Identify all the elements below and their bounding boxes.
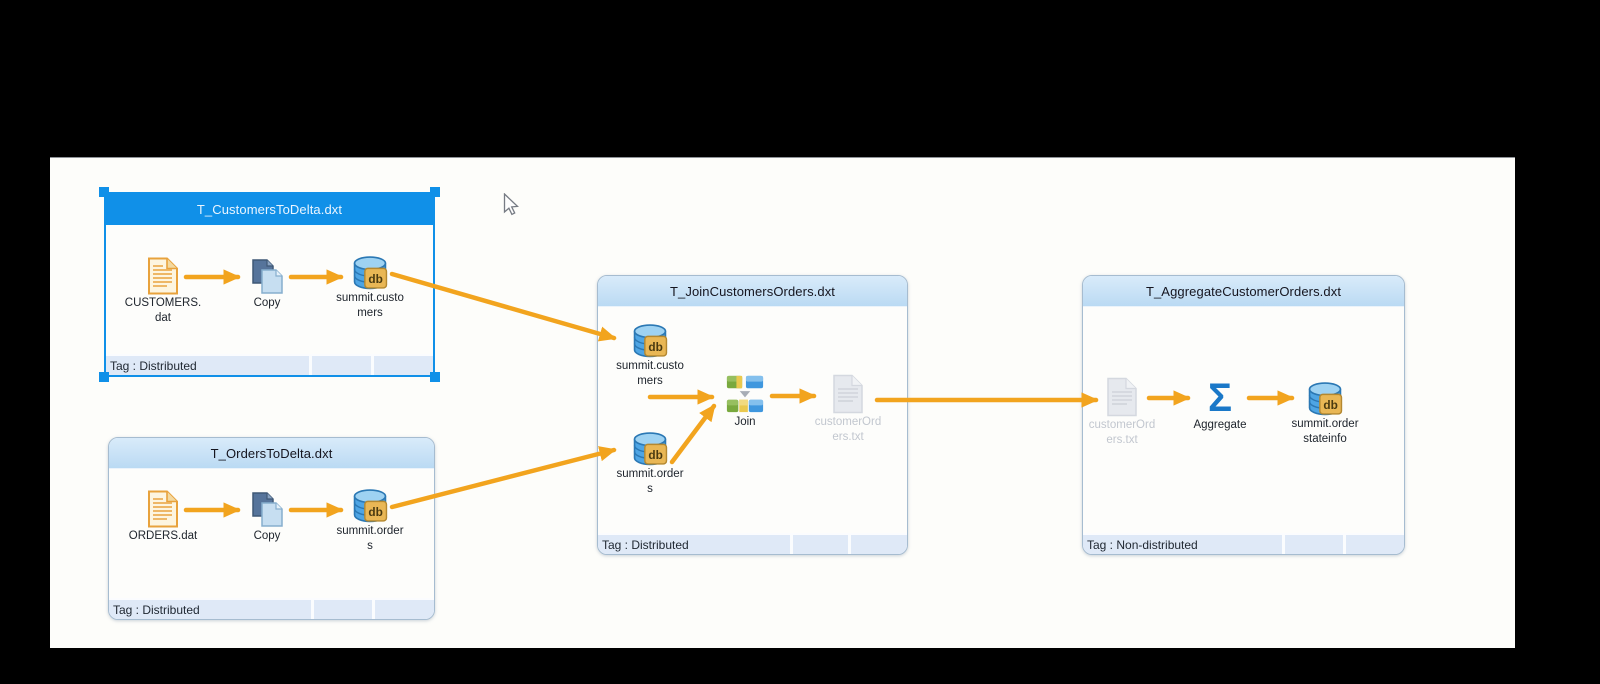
file-icon	[147, 490, 179, 528]
transform-box-join-customers-orders[interactable]: T_JoinCustomersOrders.dxt Tag : Distribu…	[597, 275, 908, 555]
text-file-ghost-icon	[1105, 377, 1139, 417]
arrow-pointer-cursor	[503, 193, 519, 216]
tag-bar-divider	[308, 356, 312, 375]
selection-handle-top-right[interactable]	[430, 187, 440, 197]
node-label: Copy	[253, 297, 281, 309]
transform-box-header[interactable]: T_AggregateCustomerOrders.dxt	[1083, 276, 1404, 307]
tag-label: Tag : Distributed	[113, 602, 200, 617]
tag-bar-divider	[1282, 535, 1286, 554]
aggregate-sigma-icon	[1200, 377, 1240, 417]
node-join[interactable]: Join	[690, 374, 800, 430]
selection-handle-top-left[interactable]	[99, 187, 109, 197]
tag-label: Tag : Distributed	[110, 358, 197, 373]
database-icon	[351, 255, 389, 290]
transform-box-title: T_JoinCustomersOrders.dxt	[669, 283, 836, 299]
node-label: CUSTOMERS.dat	[124, 297, 202, 324]
node-orders-dat[interactable]: ORDERS.dat	[108, 490, 218, 544]
database-icon	[631, 323, 669, 358]
tag-bar-divider	[1343, 535, 1346, 554]
node-label: Join	[734, 416, 756, 428]
selection-handle-bottom-right[interactable]	[430, 372, 440, 382]
transform-box-tag-bar: Tag : Non-distributed	[1083, 533, 1404, 554]
join-icon	[724, 374, 766, 414]
tag-bar-divider	[372, 600, 376, 619]
tag-bar-divider	[310, 600, 314, 619]
database-icon	[1306, 381, 1344, 416]
node-aggregate[interactable]: Aggregate	[1165, 377, 1275, 433]
transform-box-customers-to-delta[interactable]: T_CustomersToDelta.dxt Tag : Distributed	[99, 187, 440, 382]
database-icon	[631, 431, 669, 466]
tag-bar-divider	[789, 535, 793, 554]
transform-box-tag-bar: Tag : Distributed	[598, 533, 907, 554]
node-copy[interactable]: Copy	[212, 259, 322, 311]
tag-label: Tag : Distributed	[602, 537, 689, 552]
copy-icon	[247, 259, 287, 295]
transform-box-header[interactable]: T_OrdersToDelta.dxt	[109, 438, 434, 469]
tag-bar-divider	[370, 356, 374, 375]
selection-handle-bottom-left[interactable]	[99, 372, 109, 382]
transform-box-tag-bar: Tag : Distributed	[109, 598, 434, 619]
database-icon	[351, 488, 389, 523]
transform-box-title: T_CustomersToDelta.dxt	[196, 202, 343, 217]
node-copy[interactable]: Copy	[212, 492, 322, 544]
transform-box-tag-bar: Tag : Distributed	[106, 354, 433, 375]
transform-box-header[interactable]: T_JoinCustomersOrders.dxt	[598, 276, 907, 307]
node-label: Copy	[253, 530, 281, 542]
transform-box-title: T_OrdersToDelta.dxt	[210, 445, 333, 461]
transform-box-header[interactable]: T_CustomersToDelta.dxt	[106, 194, 433, 225]
transform-box-orders-to-delta[interactable]: T_OrdersToDelta.dxt Tag : Distributed	[108, 437, 435, 620]
tag-bar-divider	[848, 535, 852, 554]
node-label: ORDERS.dat	[128, 530, 198, 542]
file-icon	[147, 257, 179, 295]
text-file-ghost-icon	[831, 374, 865, 414]
copy-icon	[247, 492, 287, 528]
transform-box-title: T_AggregateCustomerOrders.dxt	[1145, 283, 1342, 299]
node-customers-dat[interactable]: CUSTOMERS.dat	[108, 257, 218, 326]
node-label: Aggregate	[1193, 419, 1247, 431]
tag-label: Tag : Non-distributed	[1087, 537, 1198, 552]
